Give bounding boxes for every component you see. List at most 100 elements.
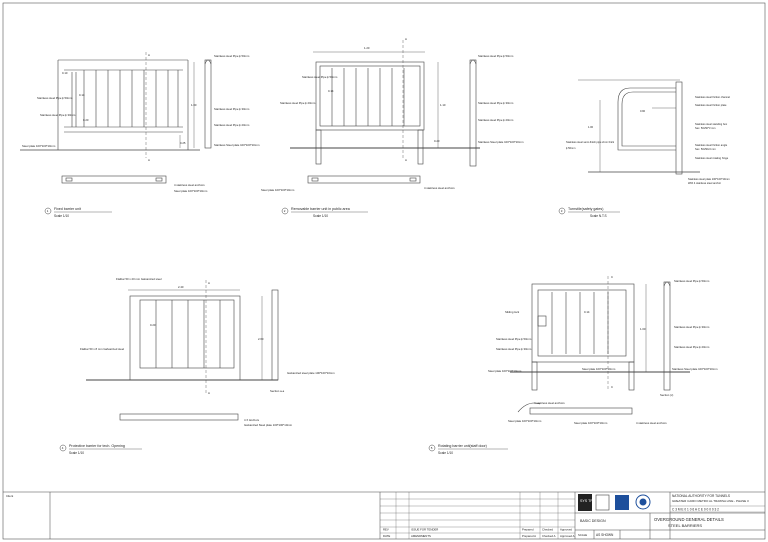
dim-d4-width: 2.40 xyxy=(178,285,184,289)
caption-d3-scale: Scale N.T.S xyxy=(590,214,607,218)
cut-d5-bottom: C xyxy=(611,385,613,389)
systra-logo xyxy=(578,494,592,511)
caption-d5-number: 5 xyxy=(431,446,433,450)
label-d3-plate: Stainless steel friction plate xyxy=(695,103,727,107)
amendments-label: AMENDMENTS xyxy=(411,534,431,538)
checked-by: Checked A xyxy=(542,534,556,538)
drawing-2-removable-barrier xyxy=(290,40,480,184)
cut-d5-top: C xyxy=(611,275,613,279)
label-d1-pipe50: Stainless steel Pipe ϕ 50mm xyxy=(37,96,73,100)
label-d4-flatbar-20: Flatbar 50 x 20 mm Galvanized steel xyxy=(116,277,162,281)
label-d5-plan-anchors-a: 4 stainless steel anchors xyxy=(534,401,565,405)
label-d3-hinge: Stainless steel rotating hinge xyxy=(695,156,729,160)
partner-logo-icon xyxy=(595,494,610,511)
rev-label: REV xyxy=(383,528,389,532)
project-line: GREATER CAIRO METRO AL TRAWSA LINE - PHA… xyxy=(672,499,749,503)
label-d5-plate-mid: Steel plate 100*100*10mm xyxy=(582,367,616,371)
label-d3-angle-size: Sec. 50x50x3 mm xyxy=(695,147,716,151)
label-d3-box: Stainless steel standing box xyxy=(695,122,728,126)
label-d1-side-pipe20: Stainless steel Pipe ϕ 20mm xyxy=(214,123,250,127)
caption-d2-title: Removable barrier unit in public area xyxy=(291,207,350,211)
label-d5-side-pipe20: Stainless steel Pipe ϕ 20mm xyxy=(674,345,710,349)
cut-d4-bottom: A xyxy=(208,391,210,395)
dim-d2-b: 0.20 xyxy=(434,139,440,143)
caption-d5-title: Rotating barrier unit(staff door) xyxy=(438,444,487,448)
cut-d2-top: A xyxy=(405,37,407,41)
label-d2-plan-plate: Steel plate 100*100*10mm xyxy=(261,188,295,192)
caption-d4-scale: Scale 1/10 xyxy=(69,451,84,455)
label-d1-steel-plate: Steel plate 100*100*10mm xyxy=(22,144,56,148)
dim-d1-height: 1.00 xyxy=(191,103,197,107)
label-d5-side-plate: Stainless Steel plate 100*100*10mm xyxy=(672,367,718,371)
label-d5-lock: Sliding lock xyxy=(505,310,520,314)
dim-d2-height: 1.10 xyxy=(440,103,446,107)
label-d1-side-pipe30: Stainless steel Pipe ϕ 30mm xyxy=(214,107,250,111)
label-d2-side-pipe50: Stainless steel Pipe ϕ 50mm xyxy=(478,54,514,58)
label-d5-side-pipe50: Stainless steel Pipe ϕ 50mm xyxy=(674,279,710,283)
label-d2-side-pipe20: Stainless steel Pipe ϕ 20mm xyxy=(478,118,514,122)
drawing-2-labels: Stainless steel Pipe ϕ 50mm Stainless st… xyxy=(261,37,524,192)
authority-logo-icon xyxy=(615,495,629,510)
drawing-code: C 3 M E 0 1 0 6 A C E 0 0 0 0 3 2 xyxy=(672,508,719,512)
checked-label: Checked xyxy=(542,528,553,532)
caption-d3-number: 3 xyxy=(561,209,563,213)
approved-by: Approved A xyxy=(560,534,575,538)
logos: SYS TRA xyxy=(578,494,651,511)
label-d3-channel: Stainless steel friction channel xyxy=(695,95,730,99)
drawing-title-2: STEEL BARRIERS xyxy=(668,523,702,528)
title-block-text: Client NATIONAL AUTHORITY FOR TUNNELS GR… xyxy=(6,494,749,538)
label-d5-plan-anchors-b: 4 stainless steel anchors xyxy=(636,421,667,425)
dim-d4-height: 2.60 xyxy=(258,337,264,341)
dim-d3-height: 1.00 xyxy=(588,125,594,129)
drawing-3-caption: 3 Turnstile(safety gates) Scale N.T.S xyxy=(558,207,620,218)
label-d4-galv-plate: Galvanized steel plate 100*100*10mm xyxy=(287,371,335,375)
drawing-4-caption: 4 Protective barrier for tech. Opening S… xyxy=(59,444,142,455)
label-d5-pipe30: Stainless steel Pipe ϕ 30mm xyxy=(496,347,532,351)
label-d1-pipe30: Stainless steel Pipe ϕ 30mm xyxy=(40,113,76,117)
dim-d5-height: 1.00 xyxy=(640,327,646,331)
caption-d4-number: 4 xyxy=(62,446,64,450)
date-label: DATE xyxy=(383,534,390,538)
drawing-3-labels: Stainless steel friction channel Stainle… xyxy=(566,95,730,185)
label-d2-side-pipe30: Stainless steel Pipe ϕ 30mm xyxy=(478,101,514,105)
drawing-1-fixed-barrier xyxy=(20,52,212,184)
label-d5-steel-plate: Steel plate 100*100*10mm xyxy=(488,369,522,373)
label-d5-plan-plate-a: Steel plate 100*100*10mm xyxy=(508,419,542,423)
caption-d4-title: Protective barrier for tech. Opening xyxy=(69,444,125,448)
dim-d1-b: 0.14 xyxy=(79,93,85,97)
scale-label: SCALE xyxy=(578,533,587,537)
approved-label: Approved xyxy=(560,528,572,532)
dim-d1-c: 0.20 xyxy=(83,118,89,122)
drawing-4-protective-barrier xyxy=(86,280,279,421)
label-d1-side-plate: Stainless Steel plate 100*100*10mm xyxy=(214,143,260,147)
prepared-label: Prepared xyxy=(522,528,534,532)
caption-d3-title: Turnstile(safety gates) xyxy=(568,207,603,211)
systra-logo-text: SYS TRA xyxy=(580,499,596,503)
label-d5-section: Section (c) xyxy=(660,393,673,397)
label-d3-anchor: With 4 stainless steel anchor xyxy=(688,181,721,185)
label-d5-pipe50: Stainless steel Pipe ϕ 50mm xyxy=(496,337,532,341)
prepared-by: Prepared A xyxy=(522,534,536,538)
caption-d1-number: 1 xyxy=(47,209,49,213)
dim-d1-base: 0.25 xyxy=(180,141,186,145)
label-d2-pipe-a: Stainless steel Pipe ϕ 50mm xyxy=(302,75,338,79)
label-d4-flatbar-8: Flatbar 50 x 8 mm Galvanized steel xyxy=(80,347,124,351)
dim-d2-width: 1.20 xyxy=(364,46,370,50)
label-d4-section: Section a-a xyxy=(270,389,285,393)
label-d5-side-pipe30: Stainless steel Pipe ϕ 30mm xyxy=(674,325,710,329)
drawing-4-labels: Flatbar 50 x 20 mm Galvanized steel Flat… xyxy=(80,277,335,427)
label-d2-anchors: 4 stainless steel anchors xyxy=(424,186,455,190)
cut-d2-bottom: A xyxy=(405,158,407,162)
label-d3-angle: Stainless steel friction angle xyxy=(695,143,728,147)
caption-d5-scale: Scale 1/10 xyxy=(438,451,453,455)
label-d3-pipe: Stainless steel semi-finish pipe 2mm thi… xyxy=(566,140,615,144)
client-label: Client xyxy=(6,494,13,498)
drawing-2-caption: 2 Removable barrier unit in public area … xyxy=(281,207,368,218)
label-d3-box-size: Sec. 50x50*3 mm xyxy=(695,126,715,130)
dim-d1-a: 0.10 xyxy=(62,71,68,75)
caption-d2-number: 2 xyxy=(284,209,286,213)
design-stage: BASIC DESIGN xyxy=(580,519,606,523)
title-block xyxy=(3,491,765,539)
label-d1-side-pipe50: Stainless steel Pipe ϕ 50mm xyxy=(214,54,250,58)
